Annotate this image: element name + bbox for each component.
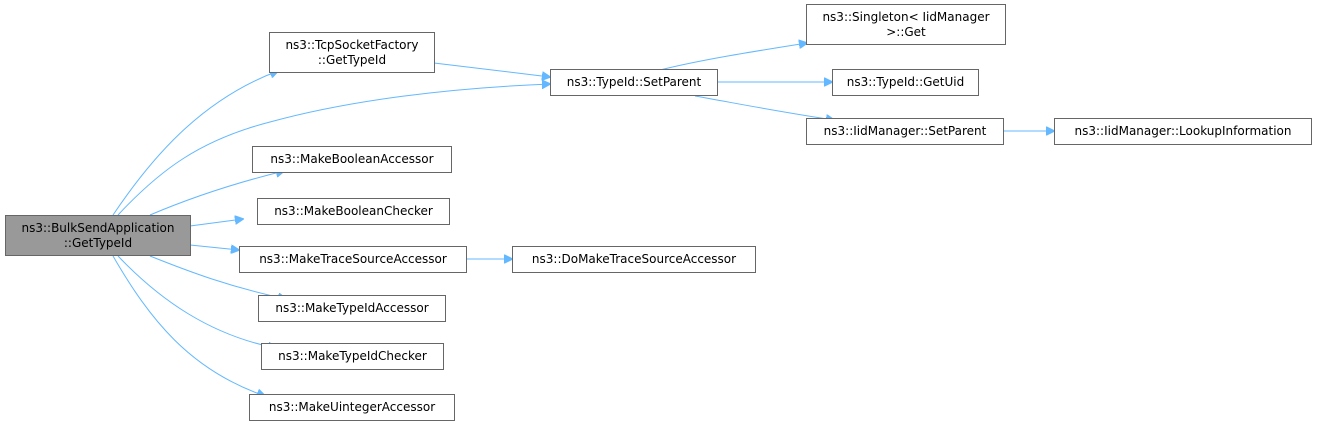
edge-root-to-trace-source-accessor (189, 244, 239, 250)
edge-root-to-set-parent (117, 84, 550, 216)
node-label-line1: ns3::BulkSendApplication (21, 220, 175, 235)
node-label-line2: ::GetTypeId (317, 52, 387, 67)
edge-root-to-typeid-accessor (149, 255, 286, 299)
node-make-boolean-accessor[interactable]: ns3::MakeBooleanAccessor (252, 146, 452, 173)
node-make-boolean-checker[interactable]: ns3::MakeBooleanChecker (257, 198, 450, 225)
node-label-line1: ns3::TcpSocketFactory (285, 37, 419, 52)
node-tcp-socket-factory-gettypeid[interactable]: ns3::TcpSocketFactory ::GetTypeId (269, 32, 435, 73)
node-label: ns3::DoMakeTraceSourceAccessor (531, 252, 737, 266)
node-make-trace-source-accessor[interactable]: ns3::MakeTraceSourceAccessor (239, 246, 467, 273)
node-label: ns3::TypeId::SetParent (566, 75, 702, 89)
edge-set-parent-to-iid-set-parent (694, 95, 834, 120)
node-typeid-getuid[interactable]: ns3::TypeId::GetUid (832, 69, 979, 96)
node-typeid-setparent[interactable]: ns3::TypeId::SetParent (550, 69, 718, 96)
node-label: ns3::MakeBooleanAccessor (270, 152, 434, 166)
node-iidmanager-lookupinformation[interactable]: ns3::IidManager::LookupInformation (1054, 118, 1312, 145)
node-singleton-get[interactable]: ns3::Singleton< IidManager >::Get (806, 4, 1006, 45)
node-do-make-trace-source-accessor[interactable]: ns3::DoMakeTraceSourceAccessor (512, 246, 756, 273)
node-label-line2: ::GetTypeId (63, 235, 133, 250)
node-make-typeid-checker[interactable]: ns3::MakeTypeIdChecker (261, 343, 444, 370)
node-label: ns3::MakeTypeIdChecker (278, 349, 427, 363)
node-make-uinteger-accessor[interactable]: ns3::MakeUintegerAccessor (249, 394, 455, 421)
node-bulksend-gettypeid: ns3::BulkSendApplication ::GetTypeId (5, 215, 191, 256)
edge-root-to-boolean-accessor (149, 171, 284, 216)
edge-root-to-uinteger-accessor (112, 255, 265, 396)
edge-root-to-boolean-checker (189, 219, 243, 227)
node-iidmanager-setparent[interactable]: ns3::IidManager::SetParent (806, 118, 1004, 145)
node-label: ns3::MakeTraceSourceAccessor (259, 252, 447, 266)
edge-root-to-tcp-factory (112, 71, 278, 216)
node-label: ns3::IidManager::SetParent (823, 124, 987, 138)
edge-set-parent-to-singleton-get (659, 43, 807, 71)
node-label: ns3::IidManager::LookupInformation (1074, 124, 1292, 138)
node-label: ns3::MakeUintegerAccessor (268, 400, 436, 414)
node-label-line1: ns3::Singleton< IidManager (822, 9, 990, 24)
node-label-line2: >::Get (886, 24, 926, 39)
edge-tcp-factory-to-set-parent (433, 62, 550, 77)
node-label: ns3::MakeBooleanChecker (274, 204, 433, 218)
node-make-typeid-accessor[interactable]: ns3::MakeTypeIdAccessor (258, 295, 446, 322)
node-label: ns3::TypeId::GetUid (846, 75, 965, 89)
node-label: ns3::MakeTypeIdAccessor (275, 301, 429, 315)
edge-root-to-typeid-checker (117, 255, 276, 348)
